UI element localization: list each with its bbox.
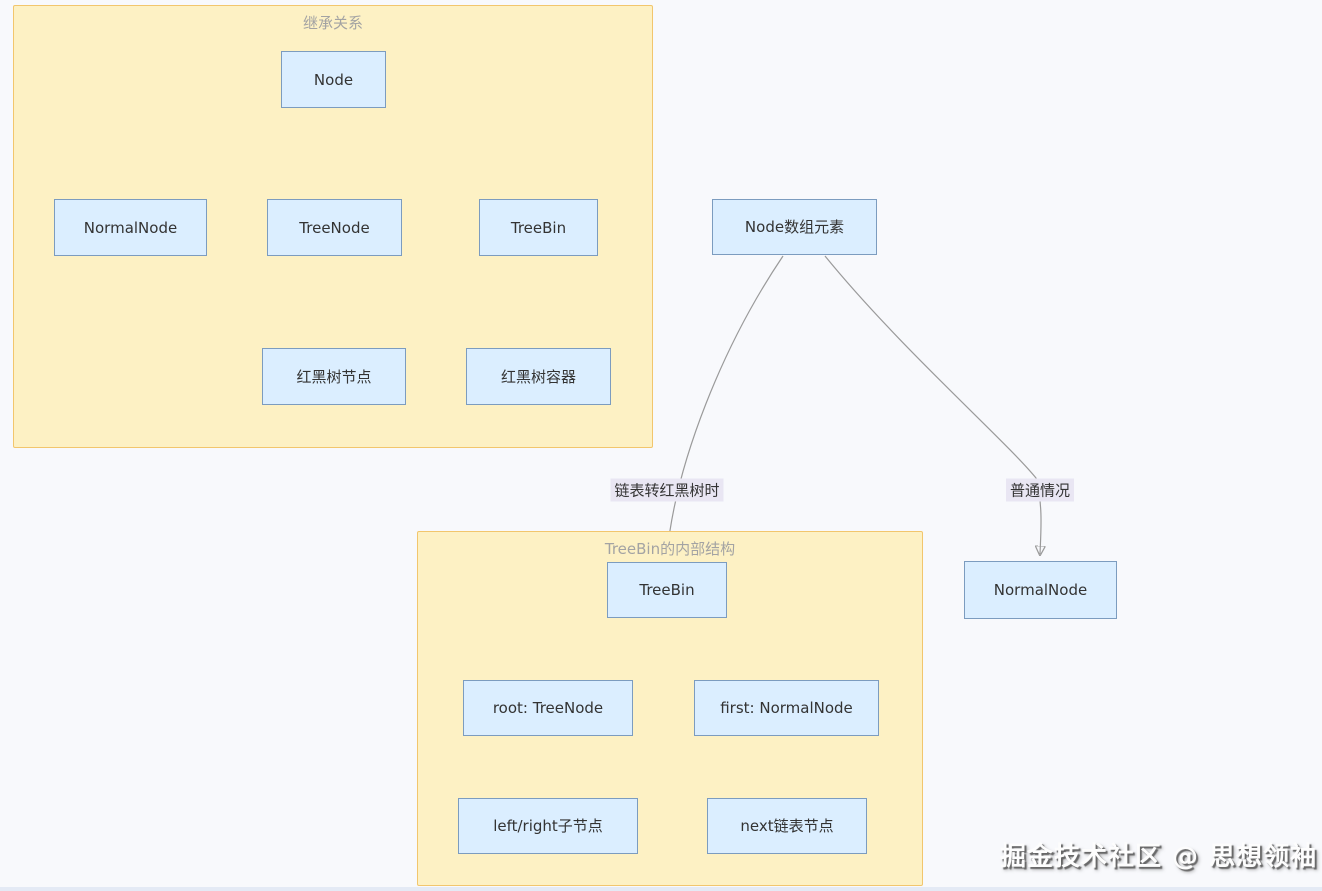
edge-array-to-treebin-inner [667, 255, 784, 554]
node-box-next-list-node: next链表节点 [707, 798, 867, 854]
node-box-root-treenode: root: TreeNode [463, 680, 633, 736]
node-box-normalnode-right: NormalNode [964, 561, 1117, 619]
edge-label-to-treebin: 链表转红黑树时 [610, 478, 724, 502]
node-box-rb-tree-container: 红黑树容器 [466, 348, 611, 405]
edge-label-to-normalnode: 普通情况 [1005, 478, 1075, 502]
bottom-edge-strip [0, 887, 1322, 891]
node-box-left-right-child: left/right子节点 [458, 798, 638, 854]
subgraph-inheritance-title: 继承关系 [302, 14, 363, 32]
node-box-rb-tree-node: 红黑树节点 [262, 348, 406, 405]
node-box-treenode: TreeNode [267, 199, 402, 256]
subgraph-treebin-internal-title: TreeBin的内部结构 [604, 540, 736, 558]
node-box-treebin-inner: TreeBin [607, 562, 727, 618]
node-box-normalnode: NormalNode [54, 199, 207, 256]
node-box-node-array-element: Node数组元素 [712, 199, 877, 255]
node-box-treebin: TreeBin [479, 199, 598, 256]
watermark: 掘金技术社区 @ 思想领袖 [1000, 842, 1318, 872]
node-box-node: Node [281, 51, 386, 108]
node-box-first-normalnode: first: NormalNode [694, 680, 879, 736]
edge-array-to-normalnode-right [824, 255, 1041, 554]
